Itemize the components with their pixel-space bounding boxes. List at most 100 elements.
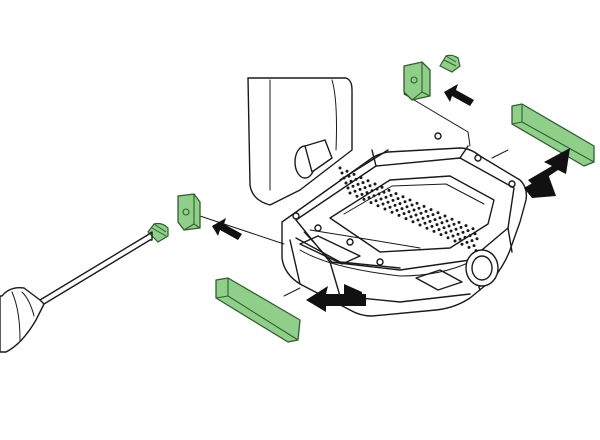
grip-dot — [461, 230, 465, 234]
grip-dot — [429, 208, 433, 212]
grip-dot — [348, 191, 352, 195]
grip-dot — [460, 242, 464, 246]
grip-dot — [409, 215, 413, 219]
grip-dot — [394, 192, 398, 196]
grip-dot — [377, 192, 381, 196]
grip-dot — [433, 218, 437, 222]
grip-dot — [425, 226, 429, 230]
grip-dot — [360, 192, 364, 196]
grip-dot — [449, 229, 453, 233]
grip-dot — [442, 226, 446, 230]
arrow-up-right-icon — [524, 148, 570, 198]
grip-dot — [424, 209, 428, 213]
grip-dot — [426, 214, 430, 218]
grip-dot — [387, 188, 391, 192]
grip-dot — [349, 179, 353, 183]
grip-dot — [354, 177, 358, 181]
grip-dot — [454, 227, 458, 231]
grip-dot — [447, 224, 451, 228]
grip-dot — [361, 181, 365, 185]
grip-dot — [456, 232, 460, 236]
clip-nut-lower — [177, 193, 201, 231]
grip-dot — [417, 206, 421, 210]
grip-dot — [356, 182, 360, 186]
grip-dot — [396, 197, 400, 201]
grip-dot — [436, 211, 440, 215]
screwdriver — [0, 231, 153, 353]
grip-dot — [405, 205, 409, 209]
arrow-left-icon — [444, 84, 474, 106]
grip-dot — [475, 237, 479, 241]
grip-dot — [421, 216, 425, 220]
grip-dot — [393, 203, 397, 207]
grip-dot — [383, 207, 387, 211]
grip-dot — [437, 228, 441, 232]
arrow-left-icon — [212, 218, 242, 240]
grip-dot — [428, 219, 432, 223]
grip-dot — [346, 186, 350, 190]
grip-dot — [410, 203, 414, 207]
grip-dot — [466, 229, 470, 233]
grip-dot — [431, 213, 435, 217]
grip-dot — [458, 237, 462, 241]
grip-dot — [390, 210, 394, 214]
grip-dot — [376, 204, 380, 208]
grip-dot — [471, 227, 475, 231]
grip-dot — [344, 181, 348, 185]
grip-dot — [363, 186, 367, 190]
grip-dot — [338, 166, 342, 170]
grip-dot — [423, 221, 427, 225]
grip-dot — [375, 187, 379, 191]
grip-dot — [404, 217, 408, 221]
grip-dot — [386, 200, 390, 204]
screw-upper — [439, 54, 461, 73]
grip-dot — [395, 208, 399, 212]
grip-dot — [450, 217, 454, 221]
grip-dot — [403, 200, 407, 204]
grip-dot — [407, 210, 411, 214]
grip-dot — [453, 239, 457, 243]
grip-dot — [464, 224, 468, 228]
grip-dot — [398, 202, 402, 206]
grip-dot — [369, 201, 373, 205]
grip-dot — [467, 245, 471, 249]
grip-dot — [342, 176, 346, 180]
grip-dot — [359, 176, 363, 180]
grip-dot — [414, 213, 418, 217]
grip-dot — [440, 221, 444, 225]
grip-dot — [388, 205, 392, 209]
grip-dot — [373, 182, 377, 186]
grip-dot — [412, 208, 416, 212]
grip-dot — [465, 240, 469, 244]
grip-dot — [347, 174, 351, 178]
grip-dot — [358, 187, 362, 191]
grip-dot — [468, 234, 472, 238]
grip-dot — [355, 194, 359, 198]
grip-dot — [402, 212, 406, 216]
grip-dot — [446, 236, 450, 240]
grip-dot — [351, 184, 355, 188]
grip-dot — [397, 213, 401, 217]
grip-dot — [367, 196, 371, 200]
grip-dot — [418, 223, 422, 227]
grip-dot — [419, 211, 423, 215]
grip-dot — [444, 231, 448, 235]
grip-dot — [345, 169, 349, 173]
grip-dot — [379, 197, 383, 201]
grip-dot — [340, 171, 344, 175]
grip-dot — [411, 220, 415, 224]
grip-dot — [372, 194, 376, 198]
screw-lower — [147, 222, 169, 243]
crank-arm — [247, 77, 353, 206]
grip-dot — [391, 198, 395, 202]
grip-dot — [362, 197, 366, 201]
grip-dot — [459, 225, 463, 229]
pedal-body — [281, 132, 528, 317]
grip-dot — [472, 244, 476, 248]
grip-dot — [400, 207, 404, 211]
grip-dot — [365, 191, 369, 195]
grip-dot — [370, 189, 374, 193]
grip-dot — [445, 219, 449, 223]
